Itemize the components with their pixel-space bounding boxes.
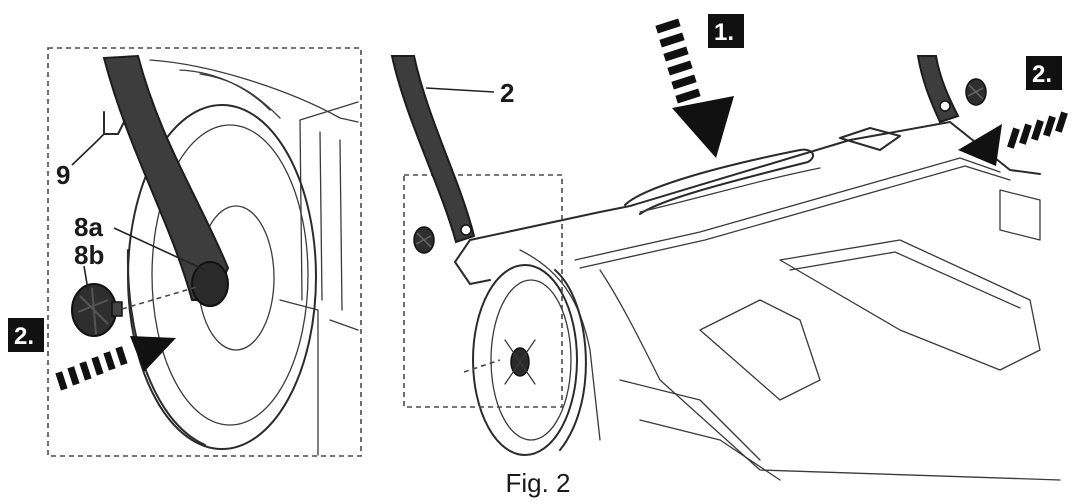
knob-8b — [71, 283, 123, 337]
body-lower — [279, 299, 359, 456]
badge-step-2-right-text: 2. — [1032, 61, 1052, 88]
bracket-9 — [103, 111, 127, 135]
handle-right-hole — [939, 100, 951, 112]
detail-callout-frame — [403, 174, 563, 408]
badge-step-1-text: 1. — [714, 19, 734, 46]
figure-caption: Fig. 2 — [505, 468, 570, 498]
label-2: 2 — [500, 78, 514, 108]
front-wheel-rim — [490, 279, 572, 441]
leader-2 — [425, 87, 495, 93]
arrow-insert-right — [958, 111, 1068, 166]
handle-end-hole — [191, 261, 229, 307]
leader-8b — [83, 265, 89, 291]
arrow-insert-left — [55, 336, 176, 391]
deck-side-lower — [599, 269, 1061, 481]
deck-wheel-arch — [519, 249, 601, 441]
front-wheel-outer — [472, 264, 578, 456]
badge-step-1 — [708, 14, 744, 48]
deck-carry-grip — [624, 148, 815, 215]
deck-panel-mid — [699, 299, 821, 401]
leader-8a — [113, 227, 206, 271]
detail-frame — [47, 47, 362, 457]
body-curves — [179, 69, 281, 119]
badge-step-2-left-text: 2. — [14, 323, 34, 350]
arrow-press-down — [655, 18, 734, 158]
axle-alignment-line — [463, 359, 501, 373]
badge-step-2-left — [8, 318, 44, 352]
badge-step-2-right — [1026, 56, 1062, 90]
main-view: 2 1. 2. — [390, 14, 1068, 481]
front-wheel-spokes — [504, 339, 536, 385]
deck-rear-vent — [999, 189, 1041, 241]
deck-panel-right — [779, 239, 1041, 371]
deck-crease-1 — [574, 157, 1001, 261]
body-edge-top — [149, 59, 359, 123]
leader-9 — [71, 133, 105, 166]
deck-panel-right-inner — [789, 251, 1021, 309]
handle-right — [916, 55, 960, 124]
detail-panel: 9 8a 8b 2. — [8, 47, 362, 457]
knob-alignment-line — [121, 285, 201, 310]
deck-crease-2 — [579, 165, 1011, 269]
front-wheel-tread — [554, 269, 587, 451]
deck-skirt-lines — [619, 379, 781, 481]
label-8b: 8b — [74, 240, 104, 270]
knob-left — [413, 226, 435, 254]
body-ribs — [299, 101, 359, 311]
deck-rear-tab — [839, 127, 901, 151]
knob-right — [965, 78, 987, 106]
label-9: 9 — [56, 160, 70, 190]
label-8a: 8a — [74, 212, 103, 242]
handle-left-hole — [460, 224, 472, 236]
deck-grip-inner — [639, 167, 821, 213]
deck-top-edge — [469, 121, 1041, 241]
deck-front-corner — [454, 239, 491, 285]
handle-left — [390, 55, 476, 244]
detail-wheel-rim — [151, 124, 309, 426]
